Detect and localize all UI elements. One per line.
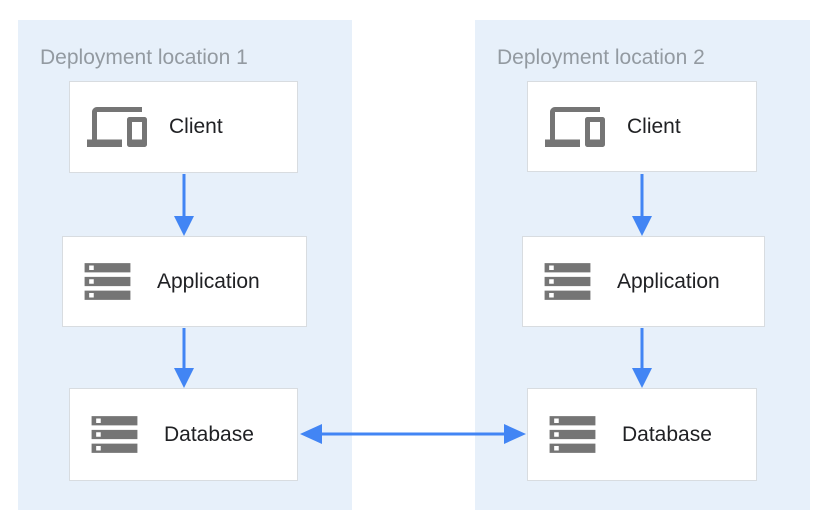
storage-icon [544, 263, 591, 300]
storage-icon [84, 263, 131, 300]
panel-title: Deployment location 1 [40, 46, 248, 69]
node-label: Client [169, 115, 223, 138]
storage-icon [549, 416, 596, 453]
node-client-1: Client [69, 81, 298, 173]
node-label: Database [622, 422, 712, 446]
node-application-2: Application [522, 236, 765, 327]
devices-icon [545, 106, 605, 147]
node-application-1: Application [62, 236, 307, 327]
node-label: Client [627, 114, 681, 138]
node-label: Database [164, 422, 254, 446]
devices-icon [87, 107, 147, 147]
node-database-2: Database [527, 388, 757, 481]
node-client-2: Client [527, 81, 757, 172]
node-label: Application [617, 269, 720, 293]
node-label: Application [157, 269, 260, 293]
node-database-1: Database [69, 388, 298, 481]
storage-icon [91, 416, 138, 453]
panel-title: Deployment location 2 [497, 46, 705, 69]
